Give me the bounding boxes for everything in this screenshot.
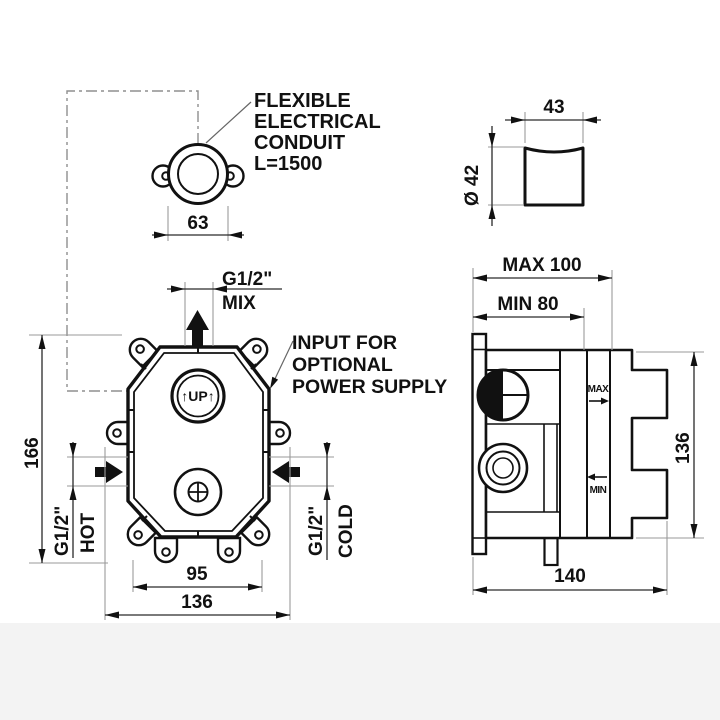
handle-body — [523, 146, 585, 207]
power-supply-leader — [272, 340, 294, 384]
side-bottom-tab — [543, 536, 559, 567]
cold-label: COLD — [336, 504, 357, 558]
cold-inlet-arrow — [272, 461, 300, 483]
conduit-note-line4: L=1500 — [254, 153, 322, 175]
dim-95: 95 — [132, 560, 263, 592]
wall-plate — [471, 332, 488, 556]
conduit-note-line1: FLEXIBLE — [254, 90, 351, 112]
side-body-outline — [484, 348, 669, 540]
dim-166: 166 — [22, 334, 122, 564]
power-note-line3: POWER SUPPLY — [292, 376, 447, 398]
up-port: ↑UP↑ — [170, 368, 226, 424]
power-note-line2: OPTIONAL — [292, 354, 393, 376]
dim-43: 43 — [505, 97, 601, 143]
conduit-note-line2: ELECTRICAL — [254, 111, 381, 133]
mix-outlet-arrow — [186, 310, 209, 347]
footer-band — [0, 623, 720, 720]
flange-inner-ring — [177, 153, 219, 195]
dim-136-front: 136 — [104, 447, 291, 620]
valve-body-outline — [126, 345, 271, 539]
flexible-conduit-note: FLEXIBLE ELECTRICAL CONDUIT L=1500 — [254, 90, 381, 175]
side-depth-dim: 140 — [554, 566, 586, 587]
dim-140: 140 — [472, 521, 668, 595]
dim-63: 63 — [152, 206, 244, 241]
side-view: MAX MIN MAX 100 MIN 80 — [471, 255, 704, 595]
max-marking-label: MAX — [588, 384, 610, 395]
handle-diameter-dim: Ø 42 — [462, 165, 483, 206]
min-marking: MIN — [587, 473, 607, 496]
conduit-flange-detail — [151, 143, 245, 205]
side-upper-port — [476, 368, 530, 422]
min-marking-label: MIN — [590, 485, 607, 496]
conduit-routing-path — [66, 90, 199, 392]
adjuster-port — [173, 467, 223, 517]
dim-mix: G1/2" MIX — [167, 269, 282, 346]
mounting-lug-bottom-left — [153, 536, 179, 564]
dim-42: Ø 42 — [462, 126, 524, 226]
min-depth-dim: MIN 80 — [497, 294, 558, 315]
valve-body-ticks — [128, 347, 269, 537]
conduit-width-dim: 63 — [187, 213, 208, 234]
dim-max-100: MAX 100 — [472, 255, 613, 350]
front-height-dim: 166 — [22, 437, 43, 469]
side-body-internal-lines — [486, 350, 611, 538]
power-note-line1: INPUT FOR — [292, 332, 397, 354]
dim-hot: G1/2" HOT — [52, 442, 128, 558]
front-width-dim: 136 — [181, 592, 213, 613]
max-marking: MAX — [588, 384, 610, 405]
handle-width-dim: 43 — [543, 97, 564, 118]
front-view: ↑UP↑ G1/2" MIX G — [22, 269, 447, 620]
hot-label: HOT — [78, 513, 99, 554]
hole-spacing-dim: 95 — [186, 564, 208, 585]
conduit-note-line3: CONDUIT — [254, 132, 345, 154]
up-marking: ↑UP↑ — [181, 388, 214, 404]
side-height-dim: 136 — [673, 432, 694, 464]
side-lower-port — [477, 442, 529, 494]
power-supply-note: INPUT FOR OPTIONAL POWER SUPPLY — [292, 332, 447, 398]
mix-thread-label: G1/2" — [222, 269, 272, 290]
mounting-lug-bottom-right — [216, 536, 242, 564]
cold-thread-label: G1/2" — [306, 506, 327, 556]
conduit-note-leader — [205, 101, 252, 144]
max-depth-dim: MAX 100 — [502, 255, 581, 276]
dim-min-80: MIN 80 — [473, 294, 585, 350]
hot-thread-label: G1/2" — [52, 506, 73, 556]
dim-cold: G1/2" COLD — [269, 442, 357, 560]
handle-detail: 43 Ø 42 — [462, 97, 601, 226]
hot-inlet-arrow — [95, 461, 123, 483]
dim-136-side: 136 — [636, 351, 704, 539]
power-supply-leader-arrow — [270, 376, 279, 389]
valve-body-inner-line — [133, 352, 264, 532]
mix-label: MIX — [222, 293, 256, 314]
